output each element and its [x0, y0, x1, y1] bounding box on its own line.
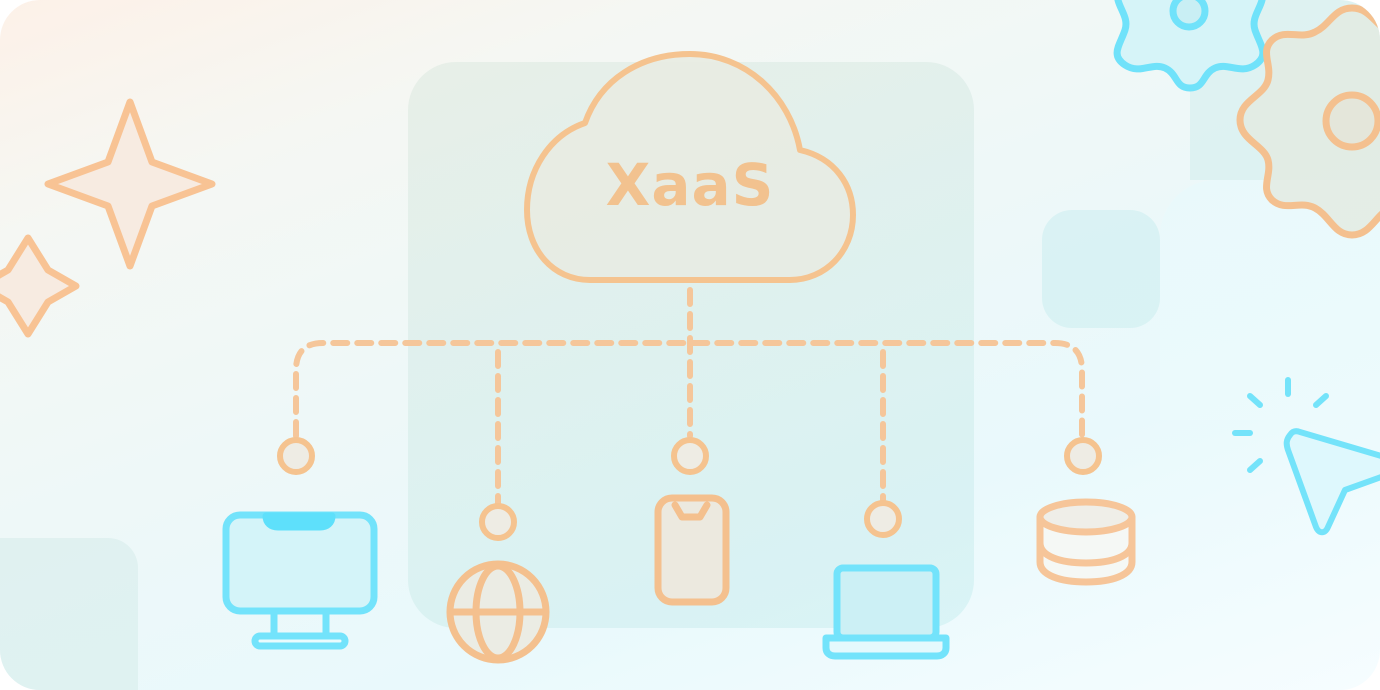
sparkle-small-icon	[0, 234, 80, 338]
sparkle-large-icon	[44, 98, 216, 270]
globe-icon	[446, 560, 550, 664]
laptop-icon	[822, 564, 950, 660]
bottom-left-tile	[0, 538, 138, 690]
gear-cyan-icon	[1113, 0, 1267, 92]
smartphone-icon	[654, 494, 730, 606]
cloud-icon	[524, 51, 856, 283]
database-icon	[1036, 498, 1136, 586]
right-small-tile	[1042, 210, 1160, 328]
cloud-title: XaaS	[605, 151, 775, 219]
gear-orange-icon	[1236, 4, 1380, 239]
connector-nodes	[277, 437, 1102, 541]
cursor-click-icon	[1232, 377, 1380, 536]
monitor-icon	[222, 511, 378, 650]
connector-lines	[293, 287, 1085, 506]
